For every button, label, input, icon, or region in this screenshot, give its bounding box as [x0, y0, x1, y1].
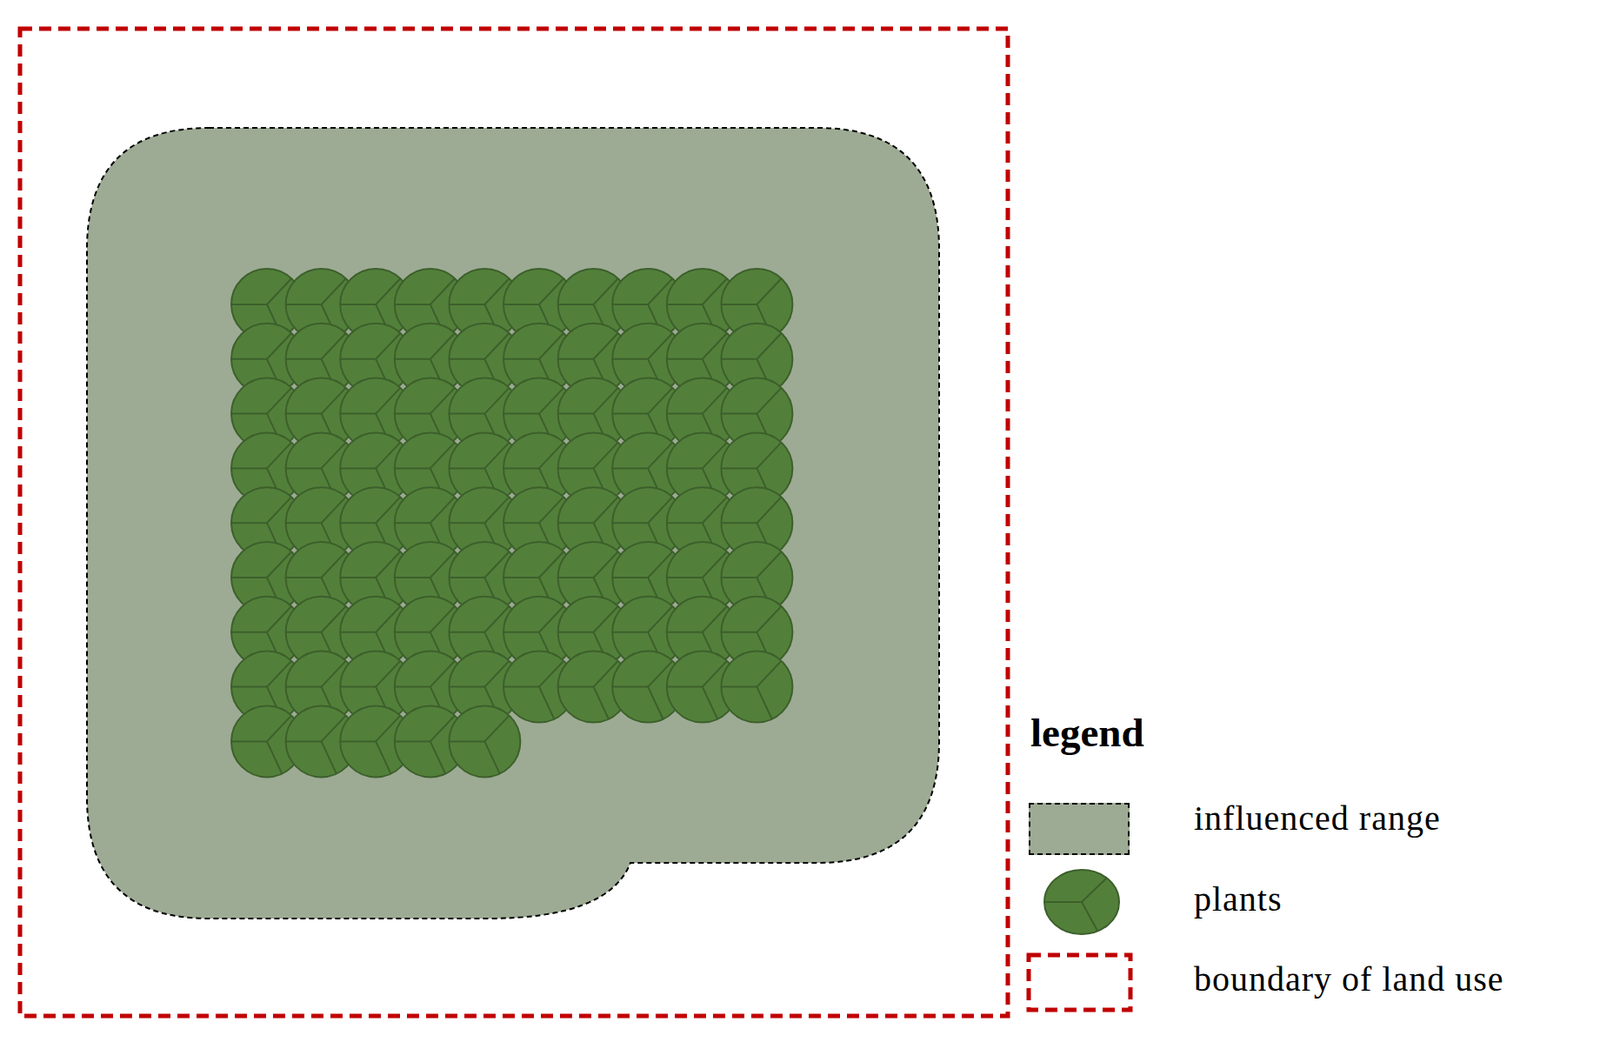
plant-grid: [231, 268, 793, 777]
boundary-sample: [1028, 954, 1131, 1010]
legend-label: influenced range: [1193, 797, 1441, 839]
legend-label: plants: [1193, 878, 1283, 920]
plant: [448, 705, 520, 777]
influenced-range: [86, 127, 940, 919]
land-use-boundary: [20, 28, 1008, 1016]
legend-heading: legend: [1030, 708, 1145, 756]
legend-swatch: [1028, 802, 1130, 855]
legend-samples: [1028, 869, 1131, 1010]
plant-sample: [1044, 869, 1120, 934]
plant: [720, 651, 793, 723]
legend-label: boundary of land use: [1193, 958, 1505, 1000]
